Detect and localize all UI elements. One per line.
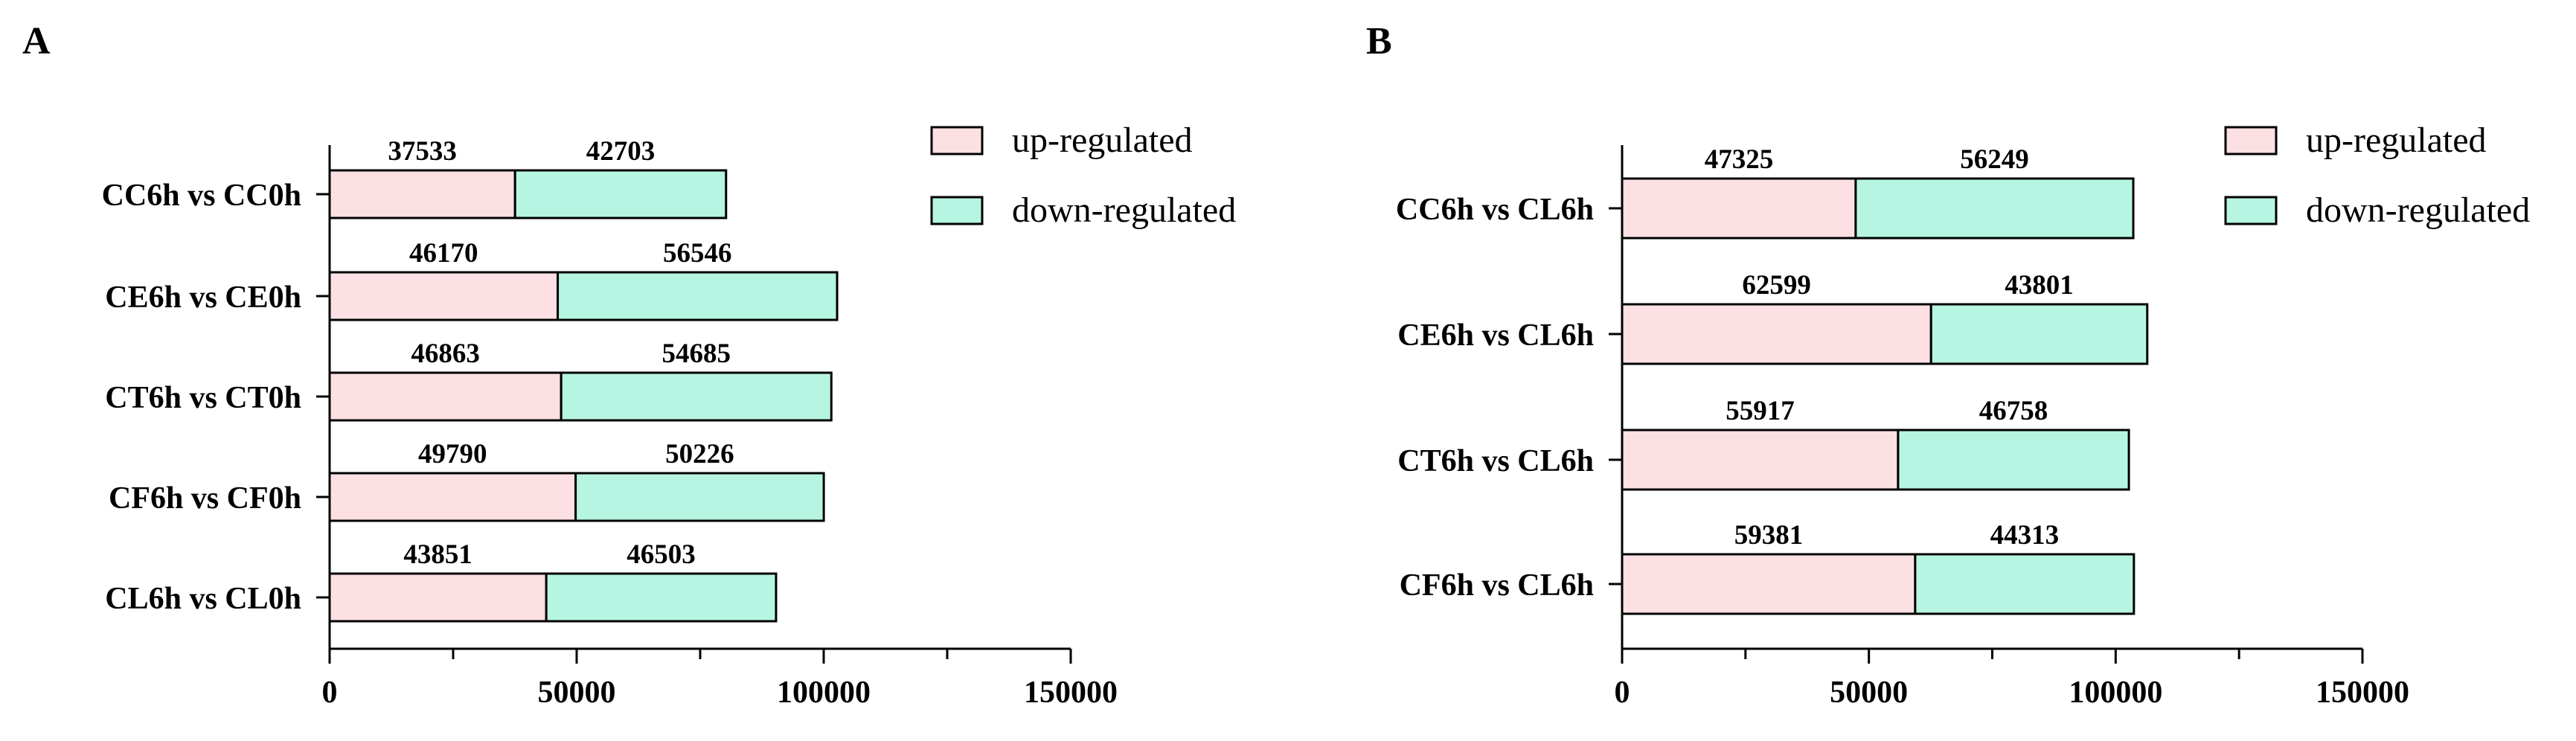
legend-label: up-regulated	[1012, 121, 1193, 160]
bar-segment	[1897, 429, 2130, 491]
bar-segment	[1621, 429, 1900, 491]
data-label: 47325	[1705, 144, 1774, 175]
bar-segment	[1621, 553, 1917, 615]
bar-segment	[560, 371, 833, 422]
bar-segment	[328, 472, 577, 522]
data-label: 37533	[388, 136, 457, 167]
x-tick-label: 0	[322, 676, 338, 710]
x-tick-label: 150000	[2316, 676, 2409, 710]
category-label: CC6h vs CC0h	[102, 179, 301, 213]
data-label: 62599	[1742, 270, 1811, 301]
data-label: 43801	[2005, 270, 2074, 301]
data-label: 59381	[1734, 520, 1804, 551]
data-label: 46863	[411, 339, 480, 369]
data-label: 56249	[1960, 144, 2029, 175]
data-label: 46503	[627, 539, 696, 570]
data-label: 46758	[1979, 396, 2048, 426]
bar-segment	[574, 472, 825, 522]
data-label: 46170	[409, 238, 478, 269]
data-label: 50226	[665, 439, 734, 469]
legend-label: down-regulated	[1012, 190, 1236, 230]
legend-swatch	[2224, 126, 2278, 155]
x-tick-label: 100000	[2069, 676, 2162, 710]
legend-label: up-regulated	[2306, 121, 2487, 160]
legend-swatch	[2224, 196, 2278, 225]
bar-segment	[1854, 177, 2135, 240]
x-tick-label: 150000	[1024, 676, 1118, 710]
data-label: 54685	[661, 339, 731, 369]
category-label: CT6h vs CL6h	[1397, 444, 1594, 478]
category-label: CL6h vs CL0h	[105, 582, 301, 616]
data-label: 44313	[1990, 520, 2060, 551]
category-label: CE6h vs CL6h	[1397, 318, 1594, 353]
category-label: CF6h vs CL6h	[1400, 568, 1594, 603]
x-tick-label: 50000	[1830, 676, 1908, 710]
bar-segment	[513, 169, 728, 219]
bar-segment	[328, 169, 516, 219]
data-label: 49790	[418, 439, 487, 469]
bar-segment	[328, 371, 563, 422]
bar-segment	[1621, 177, 1857, 240]
bar-segment	[1929, 303, 2149, 365]
x-tick-label: 50000	[538, 676, 616, 710]
bar-segment	[1914, 553, 2136, 615]
category-label: CC6h vs CL6h	[1396, 193, 1594, 227]
bar-segment	[1621, 303, 1932, 365]
legend-swatch	[930, 196, 984, 225]
bar-segment	[328, 271, 560, 321]
panel-letter: A	[22, 20, 51, 62]
bar-segment	[557, 271, 839, 321]
data-label: 55917	[1726, 396, 1795, 426]
category-label: CT6h vs CT0h	[105, 381, 301, 415]
bar-segment	[328, 572, 548, 623]
data-label: 56546	[663, 238, 732, 269]
category-label: CF6h vs CF0h	[109, 481, 301, 516]
category-label: CE6h vs CE0h	[105, 280, 301, 315]
x-tick-label: 0	[1615, 676, 1630, 710]
x-tick-label: 100000	[777, 676, 871, 710]
panel-letter: B	[1366, 20, 1392, 62]
bar-segment	[545, 572, 778, 623]
legend-label: down-regulated	[2306, 190, 2530, 230]
legend-swatch	[930, 126, 984, 155]
data-label: 43851	[403, 539, 472, 570]
data-label: 42703	[586, 136, 656, 167]
